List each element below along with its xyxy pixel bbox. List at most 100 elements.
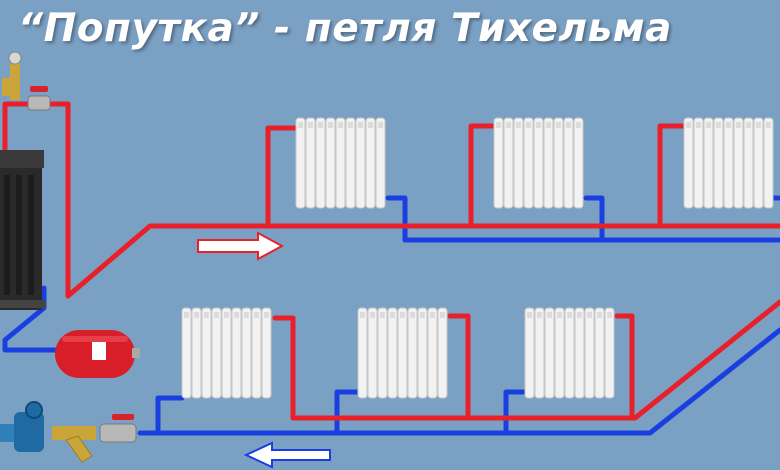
radiator-fin-cap: [686, 122, 691, 128]
radiator-fin: [191, 307, 202, 399]
boiler-riser: [2, 101, 780, 299]
radiator-fin: [437, 307, 448, 399]
radiator-fin: [181, 307, 192, 399]
radiator-fin-cap: [358, 122, 363, 128]
radiator-fin: [221, 307, 232, 399]
ball-valve-icon: [99, 414, 137, 443]
radiator-fin-cap: [318, 122, 323, 128]
radiator-fin: [563, 117, 574, 209]
radiator-fin: [377, 307, 388, 399]
radiator-fin-cap: [400, 312, 405, 318]
radiator-fin-cap: [204, 312, 209, 318]
radiator-fin: [534, 307, 545, 399]
radiator-fin: [533, 117, 544, 209]
radiator-fin: [733, 117, 744, 209]
radiator-fin: [295, 117, 306, 209]
radiator-fin-cap: [506, 122, 511, 128]
radiator-fin-cap: [496, 122, 501, 128]
radiator-fin: [604, 307, 615, 399]
radiator-fin: [683, 117, 694, 209]
radiator-fin-cap: [536, 122, 541, 128]
lower-radiator-2-supply: [447, 313, 471, 421]
lower-radiator-3: [524, 307, 615, 399]
y-strainer-icon: [52, 426, 96, 463]
radiator-fin: [743, 117, 754, 209]
lower-radiator-2-return: [334, 389, 361, 436]
radiator-fin-cap: [378, 122, 383, 128]
upper-radiator-2: [493, 117, 584, 209]
radiator-fin-cap: [328, 122, 333, 128]
radiator-fin: [357, 307, 368, 399]
radiator-fin: [493, 117, 504, 209]
radiator-fin: [231, 307, 242, 399]
radiator-fin-cap: [537, 312, 542, 318]
lower-radiator-2: [357, 307, 448, 399]
radiator-fin: [315, 117, 326, 209]
radiator-fin-cap: [298, 122, 303, 128]
lower-radiator-1-return: [155, 395, 185, 436]
ball-valve-icon: [27, 86, 51, 111]
radiator-fin: [513, 117, 524, 209]
radiator-fin-cap: [380, 312, 385, 318]
radiator-fin-cap: [368, 122, 373, 128]
radiator-fin-cap: [696, 122, 701, 128]
radiator-fin: [524, 307, 535, 399]
radiator-fin-cap: [557, 312, 562, 318]
radiator-fin-cap: [566, 122, 571, 128]
radiator-fin-cap: [264, 312, 269, 318]
radiator-fin: [503, 117, 514, 209]
radiator-fin-cap: [547, 312, 552, 318]
radiator-fin-cap: [546, 122, 551, 128]
radiator-fin-cap: [184, 312, 189, 318]
radiator-fin: [594, 307, 605, 399]
radiator-fin-cap: [348, 122, 353, 128]
radiator-fin-cap: [214, 312, 219, 318]
radiator-fin: [365, 117, 376, 209]
radiator-fin-cap: [338, 122, 343, 128]
radiator-fin: [251, 307, 262, 399]
radiator-fin: [427, 307, 438, 399]
radiator-fin-cap: [587, 312, 592, 318]
radiator-fin-cap: [420, 312, 425, 318]
radiator-fin-cap: [527, 312, 532, 318]
page-title: “Попутка” - петля Тихельма: [18, 6, 672, 51]
radiator-fin: [407, 307, 418, 399]
upper-radiator-3: [683, 117, 774, 209]
radiator-fin: [574, 307, 585, 399]
upper-radiator-2-supply: [468, 123, 497, 229]
radiator-fin-cap: [716, 122, 721, 128]
radiator-fin: [544, 307, 555, 399]
radiator-fin: [564, 307, 575, 399]
radiator-fin: [553, 117, 564, 209]
radiator-fin-cap: [526, 122, 531, 128]
radiator-fin: [387, 307, 398, 399]
radiator-fin: [693, 117, 704, 209]
lower-supply-main: [290, 299, 780, 421]
radiator-fin: [713, 117, 724, 209]
radiator-fin-cap: [254, 312, 259, 318]
radiator-fin: [523, 117, 534, 209]
lower-radiator-3-return: [503, 389, 528, 436]
radiator-fin: [554, 307, 565, 399]
radiator-fin: [261, 307, 272, 399]
lower-radiator-1-supply: [272, 315, 296, 421]
radiator-fin: [703, 117, 714, 209]
radiator-fin: [543, 117, 554, 209]
radiator-fin-cap: [440, 312, 445, 318]
lower-radiator-1: [181, 307, 272, 399]
radiator-fin-cap: [577, 312, 582, 318]
radiator-fin-cap: [736, 122, 741, 128]
radiator-fin-cap: [516, 122, 521, 128]
radiator-fin-cap: [360, 312, 365, 318]
radiator-fin: [211, 307, 222, 399]
radiator-fin-cap: [726, 122, 731, 128]
radiators: [181, 117, 774, 399]
radiator-fin: [345, 117, 356, 209]
radiator-fin-cap: [390, 312, 395, 318]
radiator-fin-cap: [607, 312, 612, 318]
radiator-fin-cap: [234, 312, 239, 318]
radiator-fin-cap: [746, 122, 751, 128]
radiator-fin: [573, 117, 584, 209]
radiator-fin-cap: [410, 312, 415, 318]
